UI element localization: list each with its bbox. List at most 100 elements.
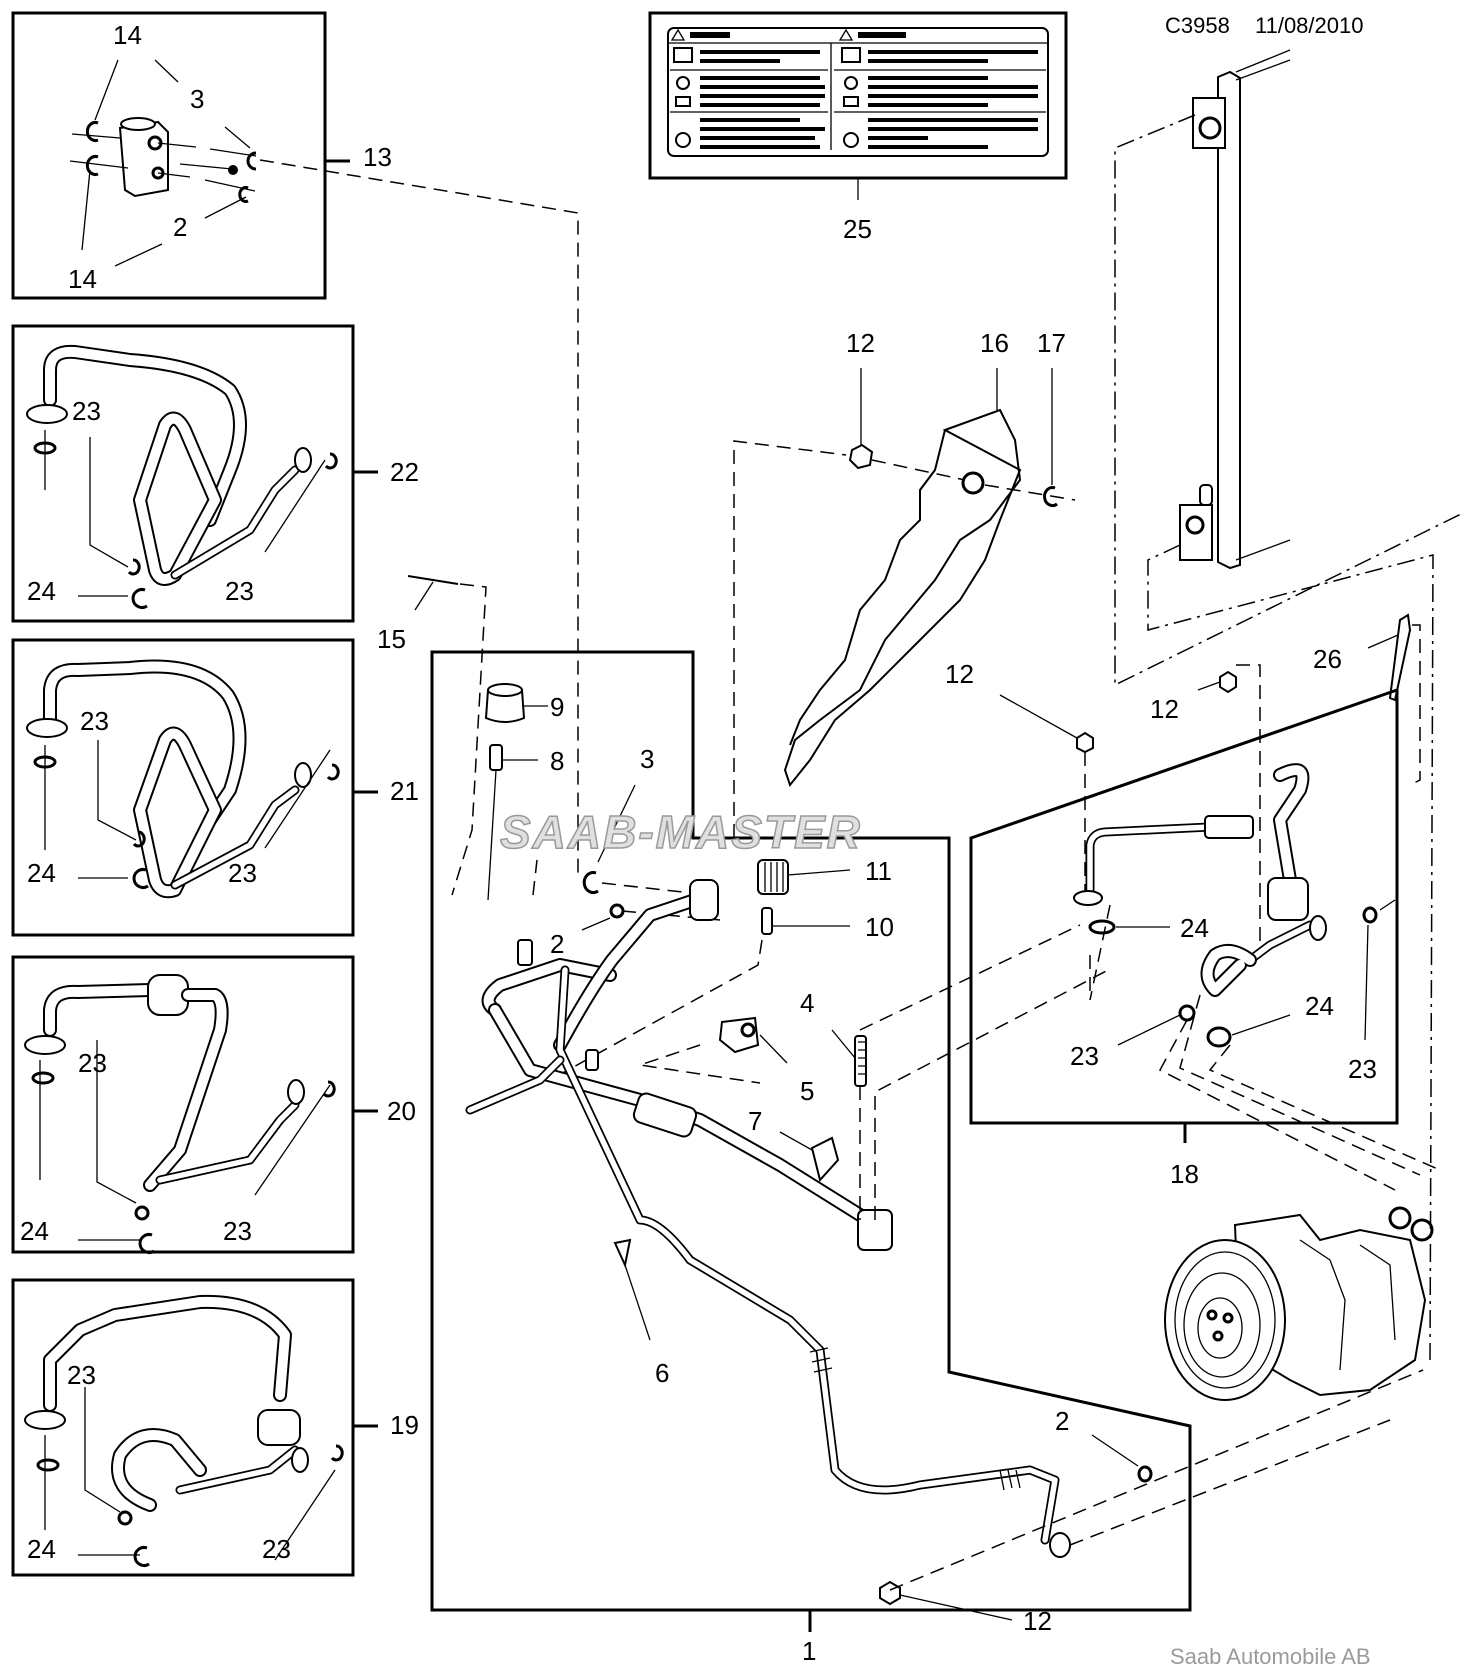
callout-5: 5 [800,1076,814,1106]
inset-frame [11,11,327,300]
dash-guide-26 [1409,624,1421,786]
nut-12-right[interactable]: 12 [1150,670,1237,724]
main-assembly-1[interactable]: 1 15 9 8 11 [377,575,1192,1666]
o-ring-icon [1206,1026,1232,1048]
hose-18-icon [1073,763,1327,997]
callout-26: 26 [1313,644,1342,674]
o-ring-2-lower[interactable]: 2 [1055,1406,1153,1483]
nut-17-icon [1043,486,1058,508]
o-ring-3[interactable]: 3 [582,744,654,894]
callout-15: 15 [377,624,406,654]
bolt-26[interactable]: 26 [1313,613,1412,702]
callout-12: 12 [1023,1606,1052,1636]
callout-16: 16 [980,328,1009,358]
o-ring-icon [133,1546,150,1567]
hose-icon [26,659,312,899]
callout-8: 8 [550,746,564,776]
leaders [44,430,326,597]
dash-guide-5 [639,1044,761,1084]
callout-3: 3 [640,744,654,774]
callout-21: 21 [390,776,419,806]
dash-axes [601,882,721,921]
callout-23: 23 [1070,1041,1099,1071]
ac-compressor[interactable] [1164,1206,1434,1401]
o-ring-icon [132,830,146,848]
leader [581,917,611,931]
o-ring-icon [36,1458,60,1472]
o-ring-icon [134,1205,150,1221]
dash-guide-4 [859,967,1113,1220]
o-ring-icon [33,441,57,455]
hose-icon [26,344,312,586]
bracket-16-assembly[interactable]: 12 16 17 [783,328,1066,788]
o-ring-icon [1137,1465,1153,1483]
callout-24: 24 [20,1216,49,1246]
o-ring-icon [582,871,599,894]
nut-12-bottom[interactable]: 12 [879,1580,1052,1636]
callout-1: 1 [802,1636,816,1666]
inset-frame [11,955,355,1254]
hose-icon [24,974,305,1192]
stud-15[interactable]: 15 [377,575,459,654]
condenser-icon [1217,70,1241,570]
clip-7[interactable]: 7 [748,1106,840,1183]
group-18-hose-assembly[interactable]: 18 24 23 24 23 [969,687,1399,1189]
watermark: SAAB-MASTER [500,806,862,858]
leader [414,581,434,611]
nut-icon [848,443,874,470]
o-ring-icon [85,121,257,203]
bracket-icon [718,1016,760,1054]
callout-2: 2 [550,929,564,959]
condenser[interactable] [1179,49,1291,570]
inset-13-expansion-valve[interactable]: 14 3 2 14 13 [11,11,392,300]
axis-lines [69,133,257,192]
dash-guide-12-right [1236,664,1261,945]
callout-2: 2 [173,212,187,242]
callout-22: 22 [390,457,419,487]
o-ring-icon [131,588,148,609]
leaders [44,740,331,879]
cap-11[interactable]: 11 [757,856,892,895]
nut-icon [1219,670,1237,694]
callout-23: 23 [225,576,254,606]
callout-24: 24 [27,858,56,888]
dash-guide-15 [451,583,538,896]
valve-core-8[interactable]: 8 [487,744,564,901]
inset-19-hose-variant[interactable]: 23 24 23 19 [11,1278,419,1577]
cap-9[interactable]: 9 [484,683,564,723]
clip-6[interactable]: 6 [613,1238,669,1388]
o-ring-icon [117,1510,133,1526]
inset-22-hose-variant[interactable]: 23 24 23 22 [11,324,419,623]
callout-20: 20 [387,1096,416,1126]
o-ring-icon [324,452,338,470]
dash-guide-18 [1089,904,1111,1001]
warning-triangle-icon [670,28,854,41]
callout-3: 3 [190,84,204,114]
dash-guide-16 [733,440,1076,838]
footer-publisher: Saab Automobile AB [1170,1644,1371,1669]
valve-core-10[interactable]: 10 [761,907,894,942]
leaders [81,59,251,267]
bracket-5[interactable]: 5 [718,1016,814,1106]
warning-label-25[interactable]: 25 [648,11,1068,244]
inset-20-hose-variant[interactable]: 23 24 23 20 [11,955,416,1254]
o-ring-icon [1362,906,1378,924]
callout-23: 23 [223,1216,252,1246]
callout-11: 11 [865,856,892,886]
callout-23: 23 [80,706,109,736]
stud-icon [854,1035,867,1087]
callout-23: 23 [67,1360,96,1390]
nut-12-mid[interactable]: 12 [945,659,1094,754]
callout-23: 23 [262,1534,291,1564]
callout-10: 10 [865,912,894,942]
leaders [39,1040,331,1241]
stud-4[interactable]: 4 [800,988,867,1087]
leader [597,784,636,863]
inset-21-hose-variant[interactable]: 23 24 23 21 [11,638,419,937]
callout-23: 23 [1348,1054,1377,1084]
stud-icon [407,575,459,585]
o-ring-icon [1178,1004,1196,1022]
callout-12: 12 [1150,694,1179,724]
callout-12: 12 [945,659,974,689]
